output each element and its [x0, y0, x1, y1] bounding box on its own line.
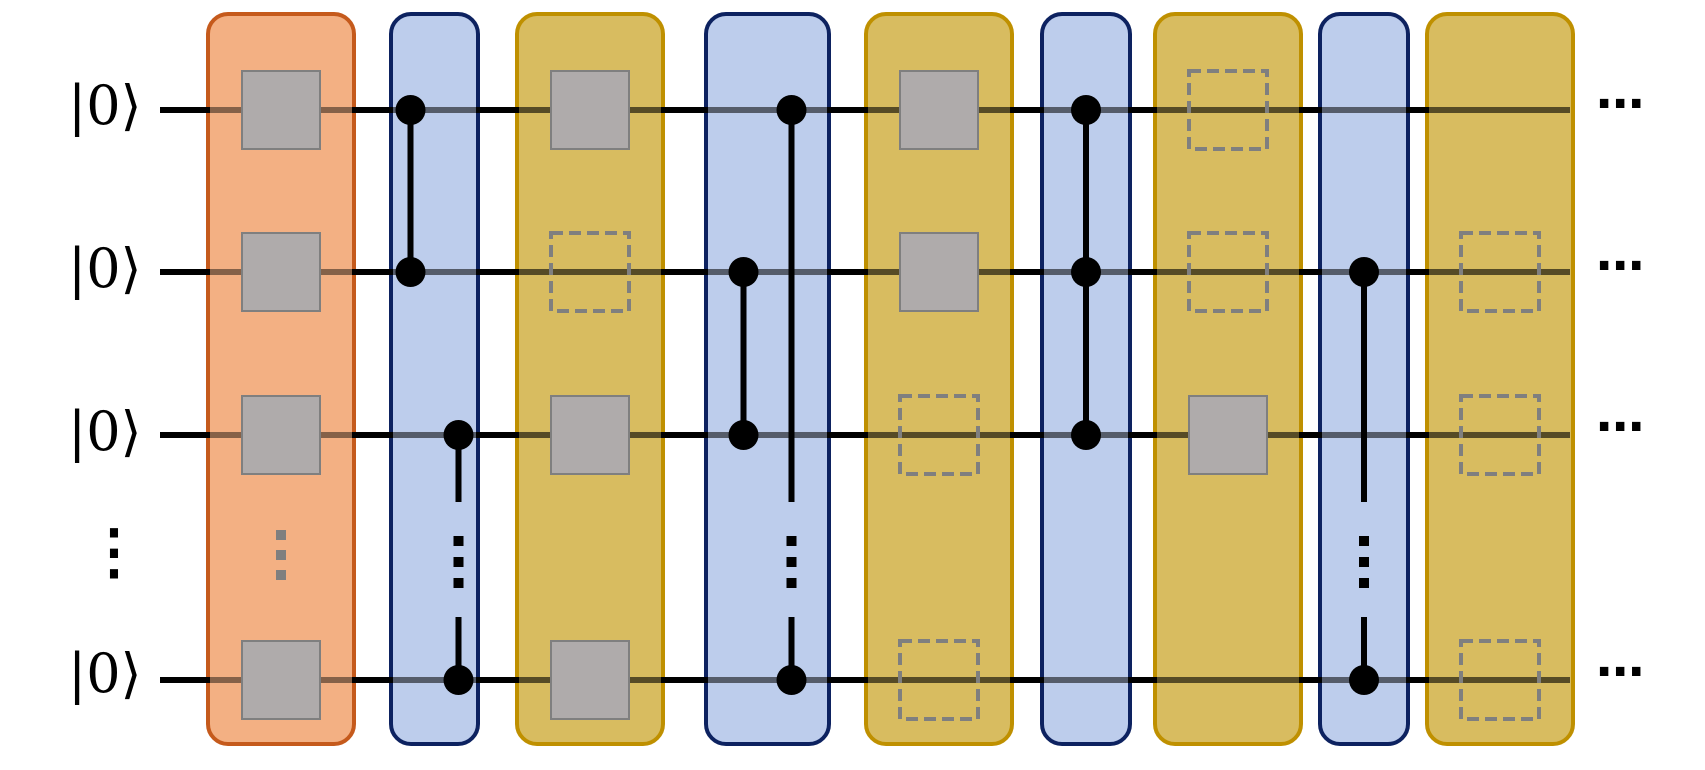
- gate-box: [550, 395, 630, 475]
- wire-tint: [1157, 676, 1299, 684]
- wire-tint: [393, 676, 476, 684]
- control-dot: [1071, 95, 1101, 125]
- qubit-label-1: |0⟩: [68, 237, 142, 300]
- rotation-layer-box: [864, 12, 1014, 746]
- rotation-layer-box: [1153, 12, 1303, 746]
- gate-box: [550, 70, 630, 150]
- optional-gate-box: [1459, 639, 1541, 721]
- gates: [241, 69, 1541, 721]
- control-dot: [728, 257, 759, 287]
- vertical-ellipsis-dot: [786, 557, 797, 567]
- gate-box: [241, 70, 321, 150]
- vertical-ellipsis-dot: [276, 550, 286, 560]
- optional-gate-box: [549, 231, 631, 313]
- control-dot: [1349, 665, 1379, 695]
- gate-box: [550, 640, 630, 720]
- wire-tint: [708, 268, 827, 276]
- gate-box: [241, 232, 321, 312]
- control-dot: [395, 95, 426, 125]
- gate-box: [1188, 395, 1268, 475]
- wire-tint: [393, 268, 476, 276]
- vertical-ellipsis-dot: [453, 557, 464, 567]
- vertical-ellipsis-dot: [453, 578, 464, 588]
- gate-box: [899, 70, 979, 150]
- vertical-ellipsis-dot: [276, 570, 286, 580]
- control-dot: [443, 420, 474, 450]
- wire-tint: [1322, 106, 1406, 114]
- control-dot: [1071, 420, 1101, 450]
- rotation-layer-box: [1425, 12, 1575, 746]
- vertical-ellipsis-dot: [1359, 578, 1369, 588]
- qubit-label-0: |0⟩: [68, 74, 142, 137]
- init-layer-box: [206, 12, 356, 746]
- gate-box: [241, 395, 321, 475]
- control-dot: [1071, 257, 1101, 287]
- wire-tint: [868, 431, 1010, 439]
- wire-tint: [519, 268, 661, 276]
- control-dot: [395, 257, 426, 287]
- optional-gate-box: [1187, 69, 1269, 151]
- qubit-label-ellipsis: ⋮: [84, 517, 144, 587]
- optional-gate-box: [1187, 231, 1269, 313]
- wire-tint: [868, 676, 1010, 684]
- continuation-0: ⋯: [1596, 76, 1644, 132]
- control-dot: [776, 95, 807, 125]
- gate-box: [899, 232, 979, 312]
- optional-gate-box: [898, 394, 980, 476]
- wire-tint: [1044, 676, 1128, 684]
- wire-tint: [708, 431, 827, 439]
- qubit-labels: |0⟩ |0⟩ |0⟩ ⋮ |0⟩: [68, 74, 144, 705]
- optional-gate-box: [1459, 231, 1541, 313]
- vertical-ellipsis-dot: [276, 530, 286, 540]
- wire-tint: [1429, 106, 1571, 114]
- qubit-label-4: |0⟩: [68, 642, 142, 705]
- continuation-marks: ⋯ ⋯ ⋯ ⋯: [1596, 76, 1644, 700]
- wire-tint: [708, 106, 827, 114]
- continuation-3: ⋯: [1596, 644, 1644, 700]
- vertical-ellipsis-dot: [786, 536, 797, 546]
- control-dot: [443, 665, 474, 695]
- wire-tint: [1429, 268, 1571, 276]
- control-dot: [776, 665, 807, 695]
- qubit-wires: [160, 107, 1570, 683]
- gate-box: [241, 640, 321, 720]
- qubit-label-2: |0⟩: [68, 400, 142, 463]
- control-dot: [728, 420, 759, 450]
- wire-tint: [1157, 106, 1299, 114]
- control-dot: [1349, 257, 1379, 287]
- rotation-layer-box: [515, 12, 665, 746]
- wire-tint: [1429, 676, 1571, 684]
- vertical-ellipsis-dot: [1359, 536, 1369, 546]
- continuation-1: ⋯: [1596, 238, 1644, 294]
- optional-gate-box: [1459, 394, 1541, 476]
- layer-boxes: [206, 12, 1575, 746]
- vertical-ellipsis-dot: [453, 536, 464, 546]
- wire-tint: [393, 431, 476, 439]
- wire-tint: [1157, 268, 1299, 276]
- wire-tint: [1429, 431, 1571, 439]
- entangle-layer-box: [704, 12, 831, 746]
- continuation-2: ⋯: [1596, 399, 1644, 455]
- optional-gate-box: [898, 639, 980, 721]
- wire-tint: [708, 676, 827, 684]
- vertical-ellipsis-dot: [786, 578, 797, 588]
- vertical-ellipsis-dot: [1359, 557, 1369, 567]
- wire-tint: [393, 106, 476, 114]
